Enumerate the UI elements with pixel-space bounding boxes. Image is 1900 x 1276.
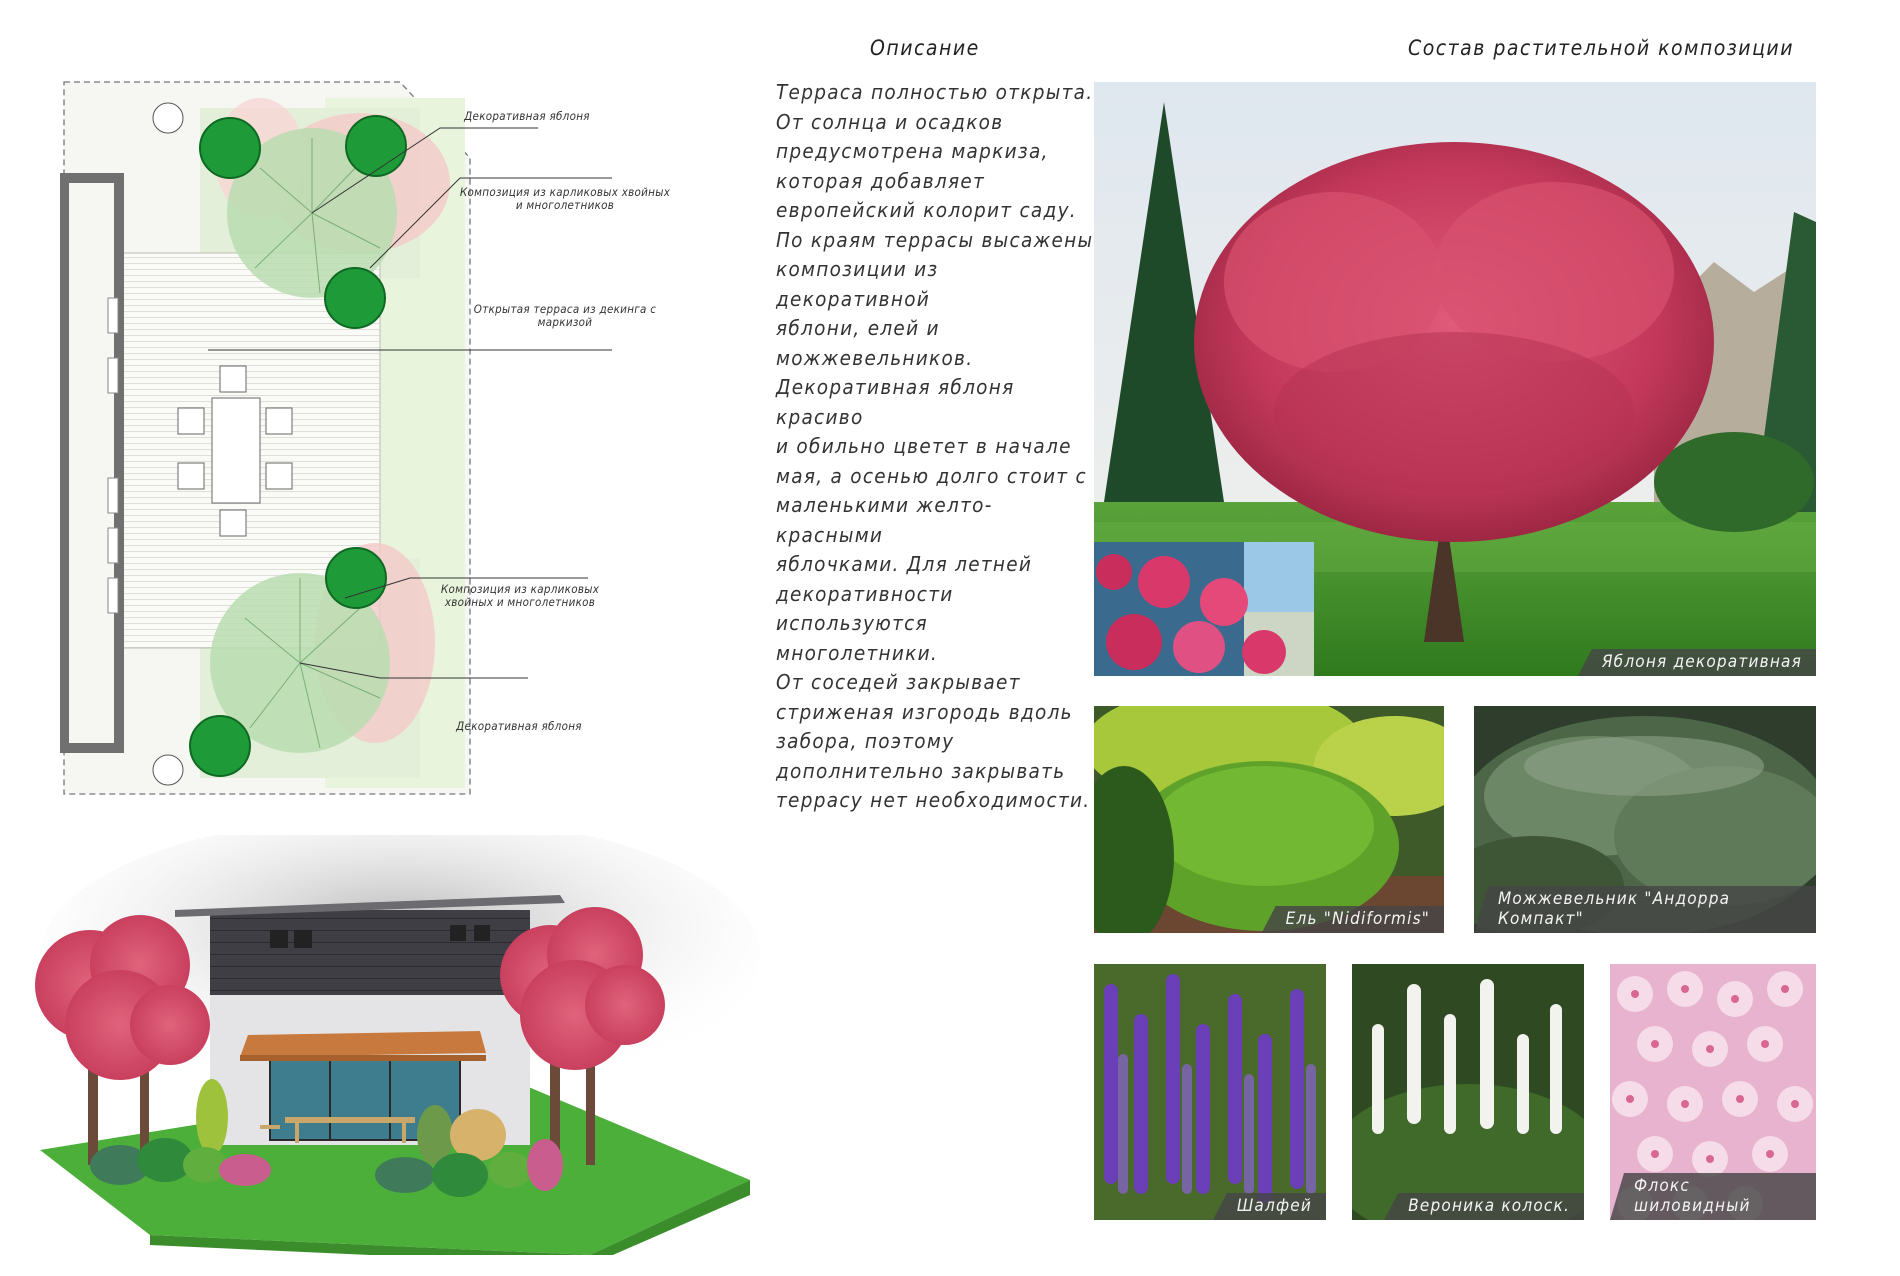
composition-heading: Состав растительной композиции: [1408, 36, 1794, 60]
house-render-illustration: [35, 815, 760, 1265]
spruce-image: [1094, 706, 1444, 933]
plan-label-composition-top: Композиция из карликовых хвойных и много…: [459, 185, 671, 212]
sage-image: [1094, 964, 1326, 1220]
plan-label-composition-bottom: Композиция из карликовых хвойных и много…: [440, 582, 600, 609]
spruce-photo: Ель "Nidiformis": [1094, 706, 1444, 933]
caption-sage: Шалфей: [1212, 1193, 1326, 1220]
house-render: [30, 815, 770, 1265]
veronica-photo: Вероника колоск.: [1352, 964, 1584, 1220]
site-plan: Декоративная яблоня Композиция из карлик…: [59, 78, 760, 798]
caption-phlox: Флокс шиловидный: [1610, 1173, 1816, 1220]
plan-label-terrace: Открытая терраса из декинга с маркизой: [473, 302, 657, 329]
plan-label-apple-bottom: Декоративная яблоня: [456, 719, 582, 733]
veronica-image: [1352, 964, 1584, 1220]
caption-veronica: Вероника колоск.: [1384, 1193, 1584, 1220]
caption-spruce: Ель "Nidiformis": [1261, 906, 1444, 933]
caption-apple: Яблоня декоративная: [1577, 649, 1816, 676]
caption-juniper: Можжевельник "Андорра Компакт": [1474, 886, 1816, 933]
site-plan-drawing: [59, 81, 612, 795]
sage-photo: Шалфей: [1094, 964, 1326, 1220]
apple-tree-photo: Яблоня декоративная: [1094, 82, 1816, 676]
apple-blossom-image: [1094, 542, 1314, 676]
phlox-photo: Флокс шиловидный: [1610, 964, 1816, 1220]
description-text: Терраса полностью открыта. От солнца и о…: [776, 80, 1094, 812]
plan-label-apple-top: Декоративная яблоня: [464, 109, 590, 123]
apple-blossom-inset: [1094, 542, 1314, 676]
description-heading: Описание: [870, 36, 980, 60]
juniper-photo: Можжевельник "Андорра Компакт": [1474, 706, 1816, 933]
